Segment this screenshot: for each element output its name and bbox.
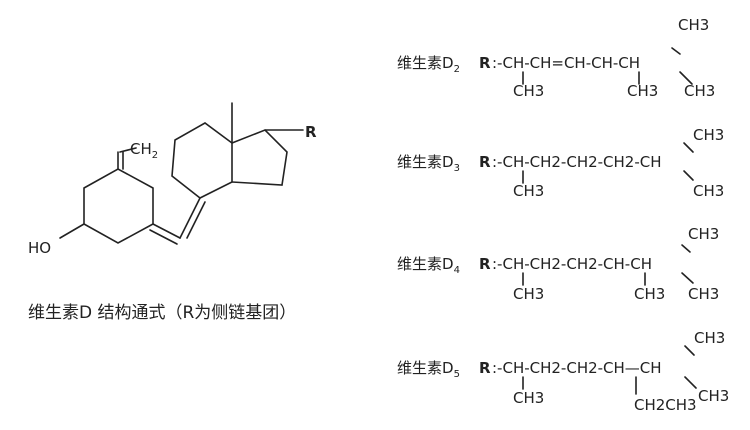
ch2-label: CH2 [130, 140, 158, 161]
vitamin-d3-row: 维生素D3 R :-CH-CH2-CH2-CH2-CH CH3 CH3 CH3 [397, 126, 724, 200]
vitamin-d2-branch-1: CH3 [513, 82, 544, 100]
triene-bond-1 [152, 223, 181, 239]
vitamin-d4-chain: :-CH-CH2-CH2-CH-CH [492, 255, 652, 273]
triene-bond-1b [149, 229, 178, 245]
vitamin-d3-label: 维生素D3 [397, 153, 460, 174]
vitamin-d3-chain: :-CH-CH2-CH2-CH2-CH [492, 153, 662, 171]
vitamin-d5-branch-1: CH3 [513, 389, 544, 407]
vitamin-d5-row: 维生素D5 R :-CH-CH2-CH2-CH—CH CH3 CH2CH3 CH… [397, 329, 729, 414]
vitamin-d4-branch-1: CH3 [513, 285, 544, 303]
hydroxyl-label: HO [28, 239, 51, 257]
triene-bond-2 [179, 197, 201, 239]
vitamin-d2-branch-3: CH3 [678, 16, 709, 34]
vitamin-d4-branch-4: CH3 [688, 285, 719, 303]
vitamin-d4-branch-2: CH3 [634, 285, 665, 303]
vitamin-d2-r: R [479, 54, 491, 72]
vitamin-d2-branch-2: CH3 [627, 82, 658, 100]
vitamin-d3-r: R [479, 153, 491, 171]
vitamin-d5-branch-4: CH3 [698, 387, 729, 405]
vitamin-d5-chain: :-CH-CH2-CH2-CH—CH [492, 359, 662, 377]
vitamin-d2-chain: :-CH-CH=CH-CH-CH [492, 54, 640, 72]
ring-d [231, 129, 288, 186]
vitamin-d5-branch-2: CH2CH3 [634, 396, 697, 414]
vitamin-d5-label: 维生素D5 [397, 359, 460, 380]
vitamin-d2-label: 维生素D2 [397, 54, 460, 75]
vitamin-d5-branch-3: CH3 [694, 329, 725, 347]
vitamin-d4-row: 维生素D4 R :-CH-CH2-CH2-CH-CH CH3 CH3 CH3 C… [397, 225, 719, 303]
vitamin-d3-branch-2: CH3 [693, 126, 724, 144]
vitamin-d4-branch-3: CH3 [688, 225, 719, 243]
methylene-link [119, 147, 137, 153]
vitamin-d3-branch-1: CH3 [513, 182, 544, 200]
vitamin-d2-branch-4: CH3 [684, 82, 715, 100]
vitamin-d5-r: R [479, 359, 491, 377]
vitamin-d-skeleton [59, 102, 304, 245]
vitamin-d4-r: R [479, 255, 491, 273]
vitamin-d3-branch-3: CH3 [693, 182, 724, 200]
triene-bond-2b [186, 201, 206, 239]
ring-a [83, 168, 154, 244]
ring-c [171, 122, 233, 199]
r-group-label: R [305, 123, 317, 141]
structure-caption: 维生素D 结构通式（R为侧链基团） [28, 303, 296, 323]
vitamin-d4-label: 维生素D4 [397, 255, 460, 276]
hydroxyl-bond [59, 223, 85, 239]
vitamin-d2-row: 维生素D2 R :-CH-CH=CH-CH-CH CH3 CH3 CH3 CH3 [397, 16, 715, 100]
